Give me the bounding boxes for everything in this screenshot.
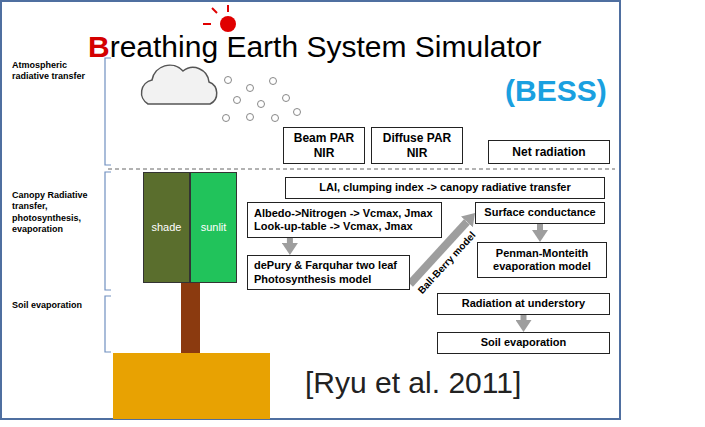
node-text: Surface conductance [484, 206, 595, 219]
process-box: Soil evaporation [437, 332, 610, 354]
cloud [142, 65, 217, 104]
process-box: Penman-Monteith evaporation model [477, 242, 607, 278]
node-text: Penman-Monteith evaporation model [484, 247, 600, 273]
radiation-box: Diffuse PAR NIR [371, 127, 463, 164]
bracket [105, 296, 111, 352]
flow-arrow [287, 238, 293, 243]
aerosol-dot [258, 101, 265, 108]
sun-symbol [203, 5, 236, 32]
process-box: dePury & Farquhar two leaf Photosynthesi… [247, 255, 410, 290]
sun-ray [203, 23, 211, 25]
node-text: Beam PAR NIR [290, 131, 358, 160]
aerosol-dot [283, 95, 290, 102]
sunlit-leaf: sunlit [190, 172, 237, 283]
edge-label: Ball-Berry model [415, 230, 478, 297]
aerosol-dot [294, 109, 301, 116]
acronym-label: (BESS) [505, 74, 607, 109]
citation-caption: [Ryu et al. 2011] [305, 366, 521, 401]
layer-label: Canopy Radiative transfer, photosynthesi… [12, 190, 102, 235]
radiation-box: Net radiation [488, 140, 610, 164]
bracket [105, 172, 111, 290]
aerosol-dot [225, 77, 232, 84]
node-text: Radiation at understory [462, 297, 585, 310]
flow-arrow [521, 315, 527, 320]
flow-arrow [537, 224, 543, 230]
layer-label: Soil evaporation [12, 300, 102, 311]
sun-ray [212, 8, 217, 13]
node-text: Look-up-table -> Vcmax, Jmax [254, 220, 413, 233]
ground [113, 353, 270, 419]
aerosol-dots [223, 77, 301, 122]
node-text: Albedo->Nitrogen -> Vcmax, Jmax [254, 207, 433, 220]
shade-leaf: shade [143, 172, 190, 283]
aerosol-dot [234, 97, 241, 104]
aerosol-dot [223, 115, 230, 122]
bracket [105, 58, 111, 165]
aerosol-dot [270, 78, 277, 85]
node-text: sunlit [201, 221, 227, 234]
diagram-title: Breathing Earth System Simulator [88, 30, 542, 65]
node-text: Net radiation [512, 145, 585, 159]
radiation-box: Beam PAR NIR [283, 127, 365, 164]
node-text: LAI, clumping index -> canopy radiative … [319, 181, 571, 194]
frame [1, 1, 620, 419]
node-text: shade [152, 221, 182, 234]
sun-ray [227, 5, 229, 12]
layer-divider [108, 169, 615, 170]
tree-trunk [181, 283, 200, 354]
process-box: Radiation at understory [437, 293, 610, 315]
process-box: LAI, clumping index -> canopy radiative … [285, 177, 605, 199]
node-text: Diffuse PAR NIR [378, 131, 456, 160]
node-text: dePury & Farquhar two leaf Photosynthesi… [254, 259, 403, 285]
sun [220, 16, 236, 32]
process-box: Surface conductance [475, 202, 605, 224]
aerosol-dot [247, 85, 254, 92]
node-text: Soil evaporation [481, 336, 567, 349]
layer-label: Atmospheric radiative transfer [12, 60, 102, 83]
process-box: Albedo->Nitrogen -> Vcmax, JmaxLook-up-t… [247, 202, 442, 238]
aerosol-dot [272, 115, 279, 122]
aerosol-dot [247, 114, 254, 121]
